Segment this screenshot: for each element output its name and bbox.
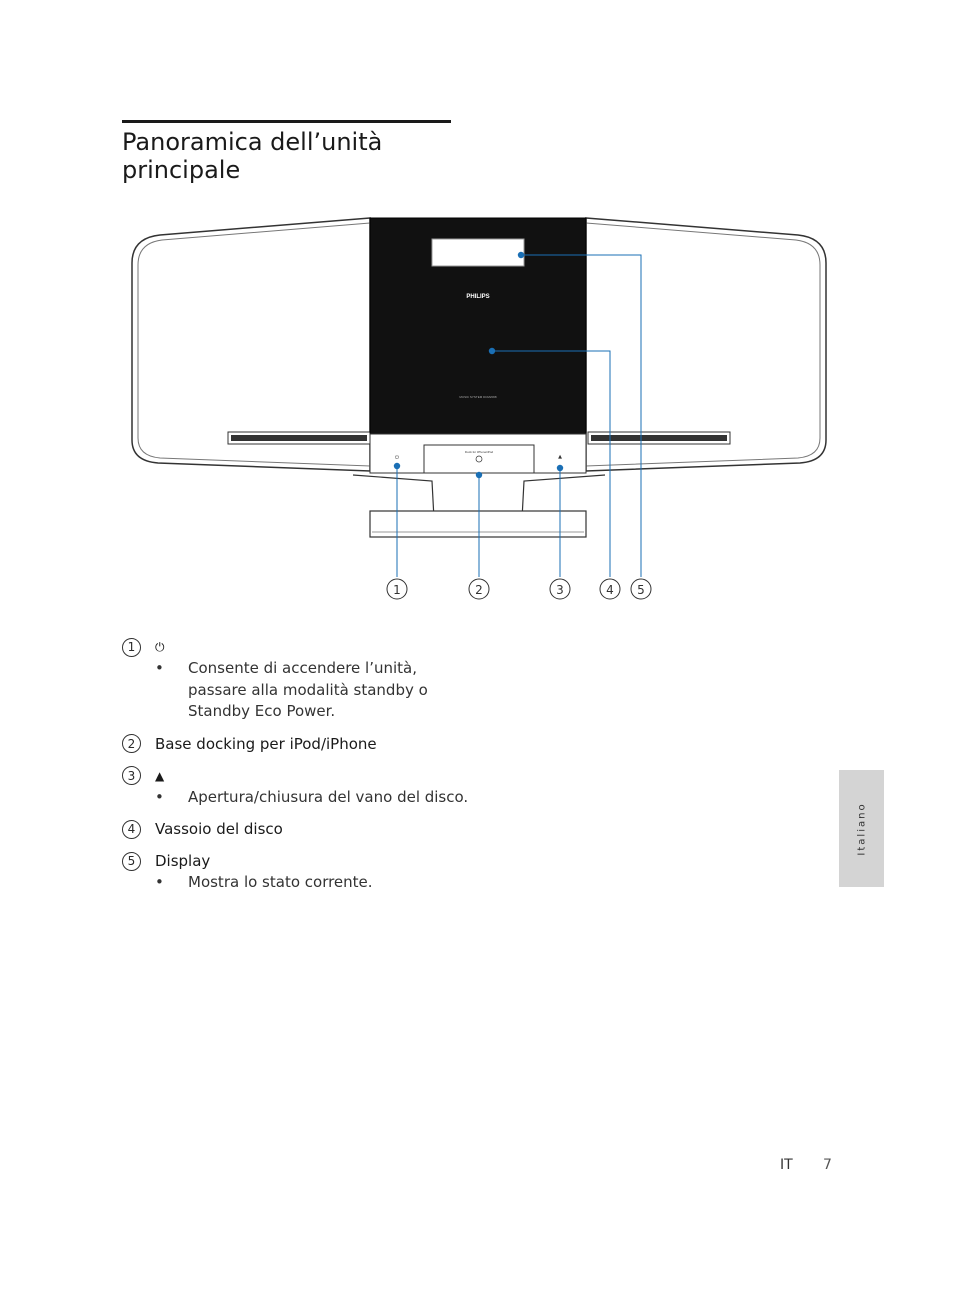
page-number: 7 [823,1157,832,1173]
callout-circle-4 [599,578,621,600]
item-label: Display [155,852,211,870]
power-icon: ⏻ [155,639,165,654]
page-title: Panoramica dell’unità principale [122,128,462,184]
page-title-line2: principale [122,156,241,184]
title-rule [122,120,451,123]
list-item-display: 5 Display Mostra lo stato corrente. [122,850,542,894]
list-item-tray: 4 Vassoio del disco [122,818,542,840]
callout-dot-3 [556,464,564,472]
right-speaker-inner [585,222,821,467]
left-speaker-outer [131,217,371,472]
footer-language-code: IT [780,1157,793,1173]
language-side-tab: Italiano [839,770,884,887]
eject-glyph: ▲ [558,454,562,460]
brand-logo: PHILIPS [466,294,489,300]
item-number: 2 [122,734,141,753]
callout-number-4: 4 [606,583,614,597]
item-number: 1 [122,637,141,657]
item-number: 4 [122,819,141,839]
callout-dot-4 [488,347,496,355]
dock-label: Dock for iPhone/iPod [465,450,494,454]
display-window [431,238,525,267]
callout-dot-1 [393,462,401,470]
list-item-dock: 2 Base docking per iPod/iPhone [122,733,542,755]
item-number: 5 [122,851,141,871]
language-side-tab-label: Italiano [856,801,867,856]
item-description: Mostra lo stato corrente. [122,872,542,894]
item-label: Base docking per iPod/iPhone [155,734,377,753]
right-speaker-outer [585,217,827,472]
stand-base [369,510,587,538]
item-description: Apertura/chiusura del vano del disco. [122,787,542,809]
list-item-eject: 3 ▲ Apertura/chiusura del vano del disco… [122,765,542,809]
item-label: Vassoio del disco [155,820,283,838]
item-number: 3 [122,766,141,785]
eject-icon: ▲ [155,768,165,783]
callout-circle-2 [468,578,490,600]
callout-dot-2 [475,471,483,479]
callout-circle-5 [630,578,652,600]
model-label: MUSIC SYSTEM DCM2068 [459,395,497,399]
left-speaker-inner [137,222,371,467]
power-glyph: ⏻ [395,455,399,461]
page-title-line1: Panoramica dell’unità [122,128,383,156]
callout-circle-1 [386,578,408,600]
component-list: 1 ⏻ Consente di accendere l’unità, passa… [122,636,542,894]
list-item-power: 1 ⏻ Consente di accendere l’unità, passa… [122,636,542,723]
callout-circle-3 [549,578,571,600]
main-unit-diagram: PHILIPS MUSIC SYSTEM DCM2068 Dock for iP… [131,217,827,600]
callout-number-5: 5 [637,583,645,597]
item-description: Consente di accendere l’unità, passare a… [122,658,438,723]
callout-number-1: 1 [393,583,401,597]
callout-number-2: 2 [475,583,483,597]
dock-connector [475,455,483,463]
callout-dot-5 [517,251,525,259]
callout-number-3: 3 [556,583,564,597]
